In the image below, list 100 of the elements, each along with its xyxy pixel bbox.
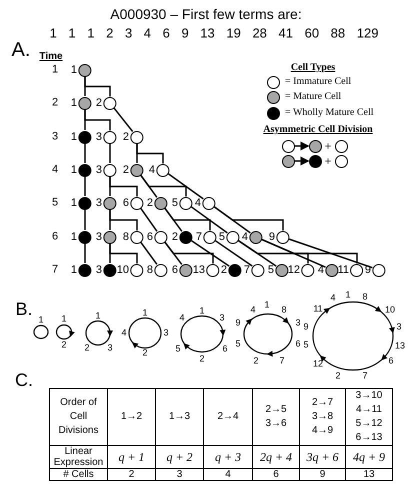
cell-number: 4 [242, 232, 248, 242]
cell-number: 1 [70, 264, 77, 276]
data-cell: 1→3 [156, 388, 204, 446]
title: A000930 – First few terms are: [110, 5, 302, 24]
ring-position-number: 1 [142, 308, 148, 318]
cell-number: 2 [96, 98, 102, 108]
panel-letter: C. [15, 371, 33, 389]
data-cell: q + 1 [108, 446, 156, 468]
ring-position-number: 6 [388, 356, 394, 366]
cell-number: 9 [268, 232, 275, 242]
lineage-line [84, 244, 86, 263]
data-cell: 3q + 6 [300, 446, 346, 468]
lineage-line [262, 238, 358, 264]
time-step: 2 [52, 98, 58, 108]
ring-position-number: 1 [264, 300, 270, 310]
row-header-cell: Order of Cell Divisions [50, 388, 108, 446]
plus-sign: + [324, 155, 332, 167]
ring-position-number: 1 [96, 312, 100, 320]
cell-number: 3 [96, 198, 102, 208]
ring-position-number: 3 [164, 328, 168, 338]
legend-label: = Wholly Mature Cell [285, 108, 374, 118]
ring-position-number: 1 [346, 290, 350, 300]
ring-position-number: 8 [282, 306, 286, 314]
cell-number: 5 [218, 232, 225, 242]
lineage-line [164, 242, 214, 264]
lineage-line [84, 144, 86, 163]
lineage-line [84, 110, 111, 130]
legend-heading: Cell Types [290, 63, 336, 73]
lineage-line [136, 144, 164, 164]
ring-position-number: 3 [296, 318, 300, 328]
cell-number: 6 [172, 264, 178, 276]
ring-position-number: 2 [336, 372, 340, 380]
cell-number: 7 [244, 264, 250, 276]
cell-number: 3 [96, 132, 102, 142]
cell-number: 5 [268, 264, 274, 276]
arrow [294, 156, 310, 166]
lineage-line [109, 176, 138, 196]
ring-position-number: 6 [296, 340, 300, 348]
data-cell: 2→4 [204, 388, 252, 446]
cell-number: 1 [70, 98, 77, 108]
ring-position-number: 5 [176, 344, 180, 354]
lineage-line [113, 108, 134, 132]
ring-position-number: 7 [362, 372, 368, 380]
arrow [294, 142, 310, 150]
cell-number: 8 [146, 264, 153, 276]
cell-number: 3 [96, 164, 102, 176]
cell-number: 12 [288, 264, 300, 276]
cell-number: 3 [96, 232, 102, 242]
cell-number: 5 [172, 198, 178, 208]
ring-position-number: 3 [220, 314, 224, 322]
ring-position-number: 4 [250, 306, 256, 314]
cell-number: 3 [96, 264, 102, 276]
data-cell: 2q + 4 [252, 446, 300, 468]
lineage-line [140, 174, 187, 196]
lineage-line [214, 240, 253, 267]
data-cell: 2→5 3→6 [252, 388, 300, 446]
ring-position-number: 1 [200, 306, 204, 316]
cell-number: 7 [196, 232, 202, 242]
ring-position-number: 2 [200, 354, 204, 364]
ring-position-number: 3 [108, 344, 112, 352]
cell-number: 6 [122, 198, 129, 208]
lineage-line [214, 206, 284, 230]
lineage-line [84, 176, 86, 196]
ring-position-number: 2 [84, 344, 90, 352]
data-cell: 2 [108, 468, 156, 480]
cell-number: 6 [146, 232, 153, 242]
legend-heading: Asymmetric Cell Division [263, 125, 373, 135]
data-cell: q + 3 [204, 446, 252, 468]
cell-number: 1 [70, 198, 77, 208]
plus-sign: + [324, 140, 332, 152]
data-cell: 9 [300, 468, 346, 480]
ring-position-number: 2 [254, 356, 258, 366]
cell-number: 2 [146, 198, 153, 208]
cell-number: 1 [70, 64, 77, 76]
ring-position-number: 9 [236, 318, 240, 328]
data-cell: 3→10 4→11 5→12 6→13 [346, 388, 392, 446]
cell-number: 11 [338, 264, 349, 276]
ring-position-number: 2 [142, 348, 148, 358]
panel-letter: A. [12, 40, 30, 60]
ring-position-number: 11 [313, 304, 323, 314]
data-cell: 6 [252, 468, 300, 480]
row-header-cell: Linear Expression [50, 446, 108, 468]
data-cell: 4 [204, 468, 252, 480]
time-step: 6 [52, 232, 58, 242]
ring-position-number: 8 [362, 292, 368, 302]
lineage-line [288, 238, 373, 268]
cell-number: 1 [70, 164, 77, 176]
ring-position-number: 4 [180, 314, 184, 322]
data-cell: q + 2 [156, 446, 204, 468]
sequence-terms: 1 1 1 2 3 4 6 9 13 19 28 41 60 88 129 [50, 26, 378, 40]
ring-position-number: 1 [62, 314, 66, 324]
data-cell: 4q + 9 [346, 446, 392, 468]
ring-position-number: 4 [330, 294, 336, 302]
cell-number: 4 [148, 164, 155, 176]
lineage-line [140, 208, 158, 232]
cell-number: 4 [194, 198, 201, 208]
lineage-line [84, 210, 86, 230]
data-cell: 3 [156, 468, 204, 480]
ring-position-number: 2 [62, 340, 66, 350]
lineage-line [190, 240, 230, 267]
